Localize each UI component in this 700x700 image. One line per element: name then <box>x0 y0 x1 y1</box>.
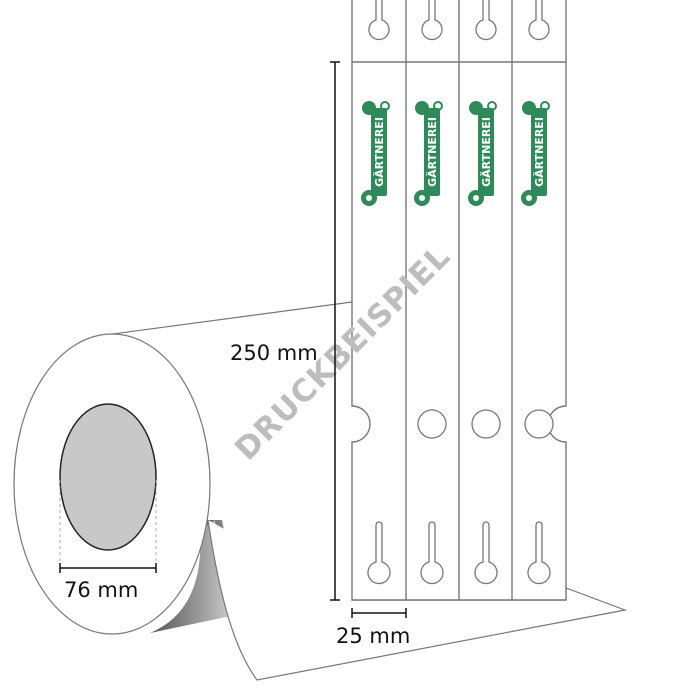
dimension-core <box>59 563 157 573</box>
flower-icon <box>433 101 443 111</box>
logo-banner <box>478 108 494 196</box>
flower-icon <box>522 101 536 115</box>
flower-center <box>526 195 532 201</box>
dimension-length-label: 250 mm <box>230 341 318 365</box>
bottom-keyhole <box>474 521 498 585</box>
roll-core <box>59 403 157 551</box>
logo-text: GÄRTNEREI <box>479 117 493 187</box>
top-keyhole <box>421 0 443 41</box>
logo-banner <box>531 108 547 196</box>
bottom-keyhole <box>420 521 444 585</box>
dimension-width <box>351 608 407 618</box>
logo-banner <box>371 108 387 196</box>
flower-icon <box>415 101 429 115</box>
flower-center <box>366 195 372 201</box>
flower-icon <box>469 101 483 115</box>
dimension-length <box>330 61 340 601</box>
tags: GÄRTNEREI GÄRTNEREI GÄRTNEREI GÄRTNEREI <box>361 0 554 585</box>
flower-icon <box>487 101 497 111</box>
middle-hole <box>524 409 554 439</box>
logo-text: GÄRTNEREI <box>425 117 439 187</box>
bottom-keyhole <box>527 521 551 585</box>
flower-icon <box>380 101 390 111</box>
flower-center <box>419 195 425 201</box>
dimension-width-label: 25 mm <box>336 624 410 648</box>
middle-hole <box>471 409 501 439</box>
roll-top-edge <box>104 301 353 336</box>
bottom-keyhole <box>367 521 391 585</box>
flower-icon <box>540 101 550 111</box>
logo-text: GÄRTNEREI <box>532 117 546 187</box>
flower-icon <box>362 101 376 115</box>
top-keyhole <box>368 0 390 41</box>
dimension-core-label: 76 mm <box>64 578 138 602</box>
tag-strip-sheet <box>351 0 567 601</box>
top-keyhole <box>475 0 497 41</box>
logo-text: GÄRTNEREI <box>372 117 386 187</box>
logo-banner <box>424 108 440 196</box>
flower-center <box>473 195 479 201</box>
middle-hole <box>417 409 447 439</box>
top-keyhole <box>528 0 550 41</box>
